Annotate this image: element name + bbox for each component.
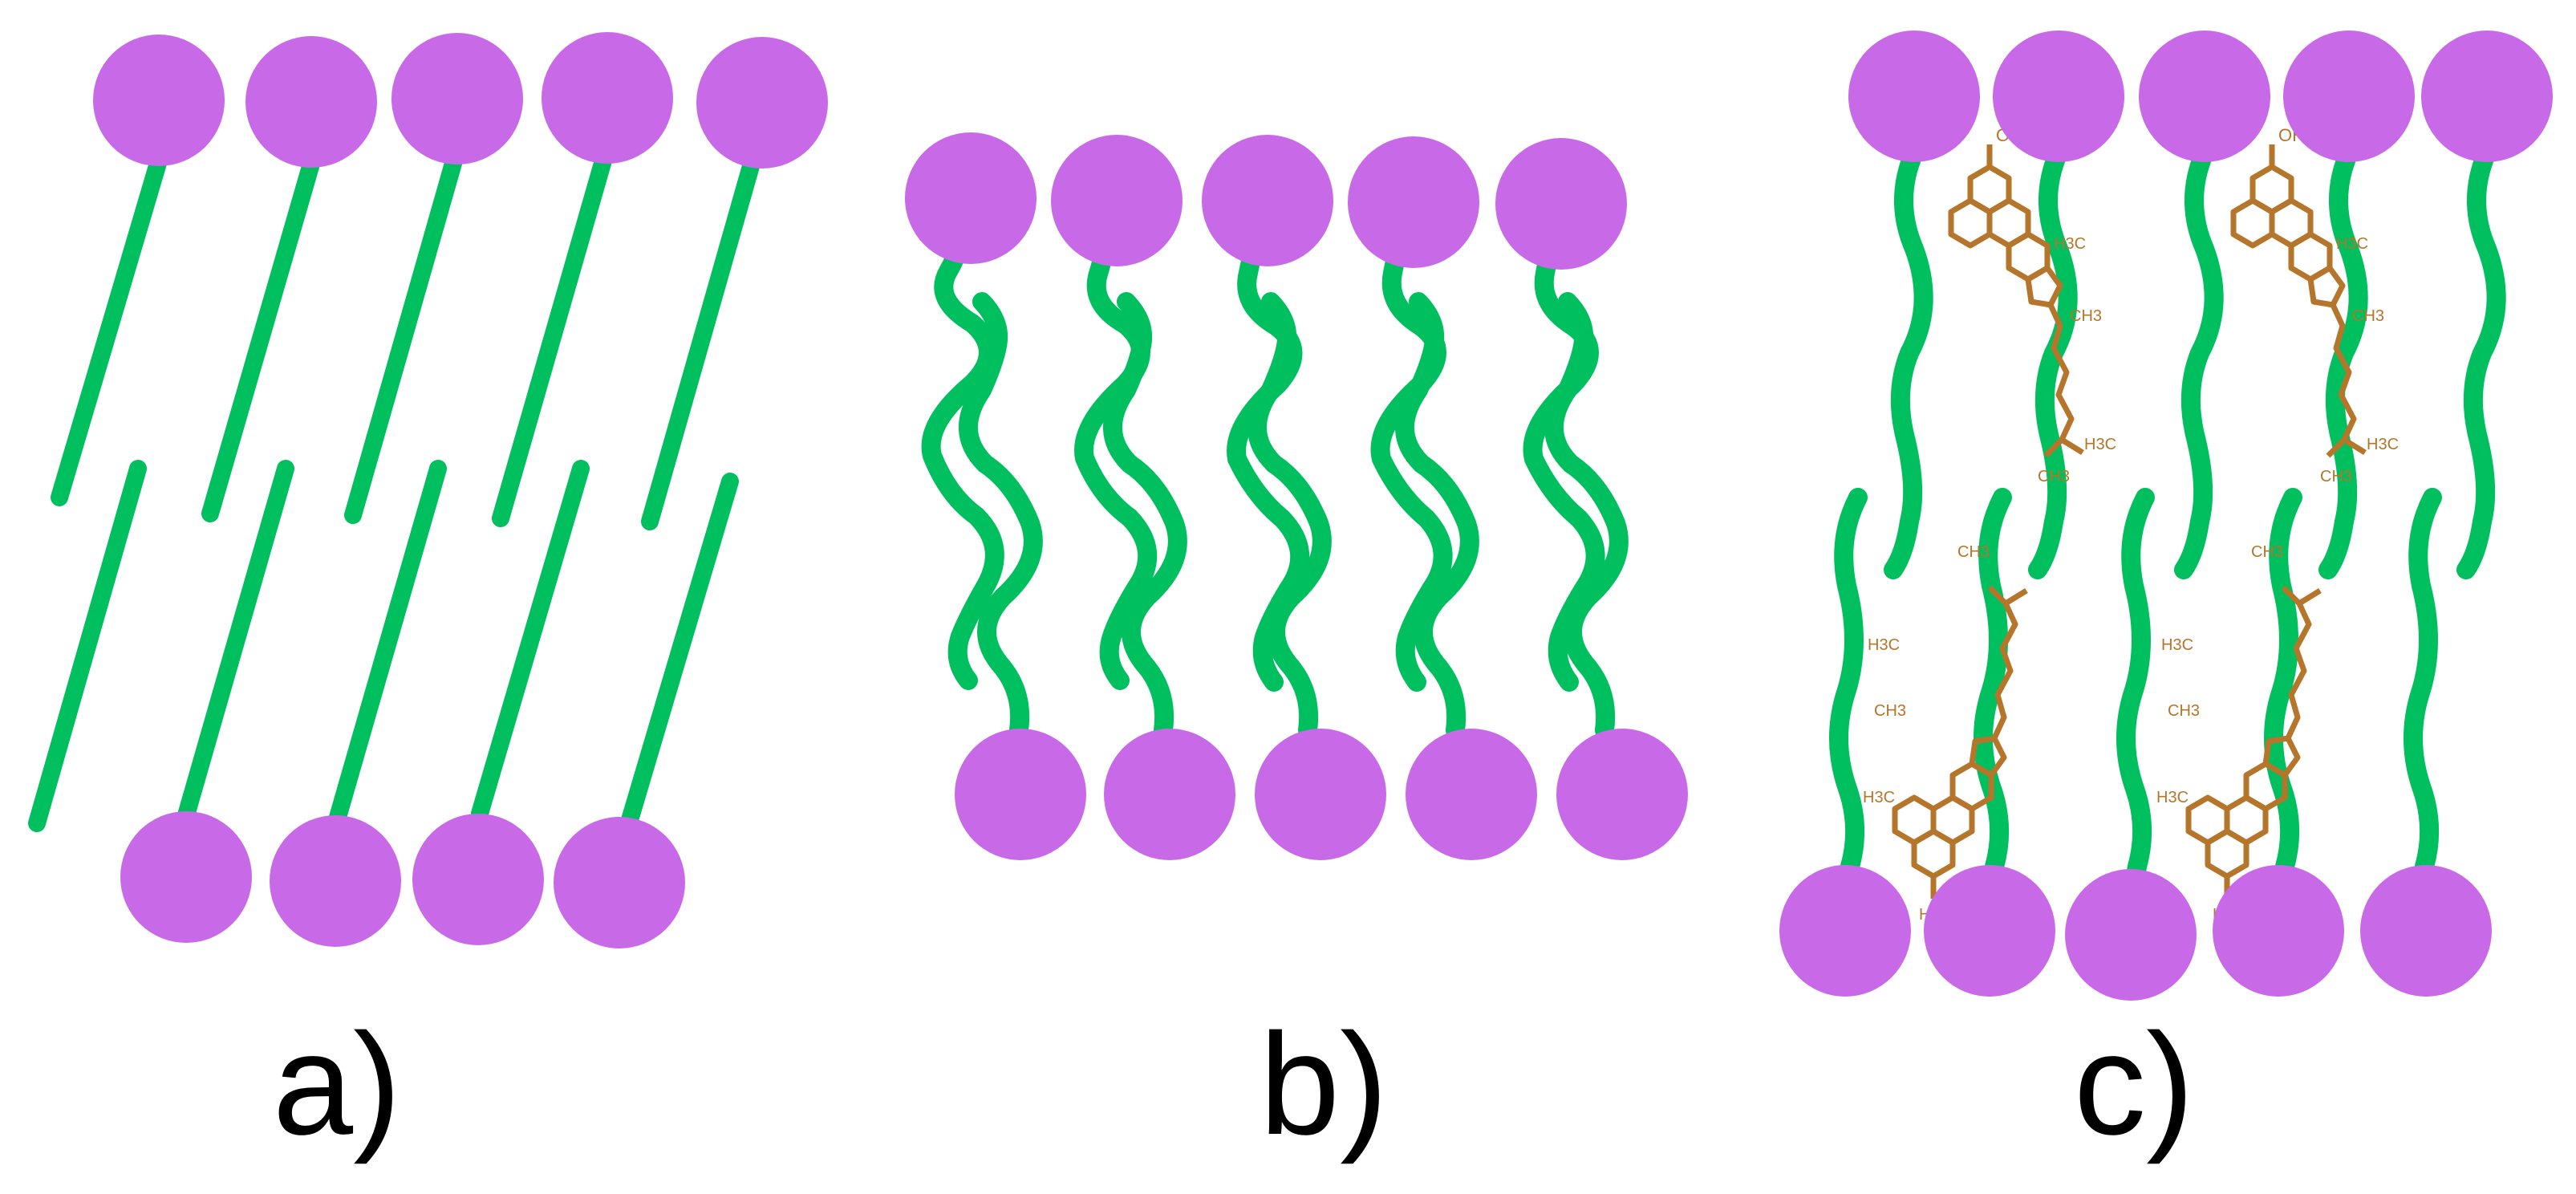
lipid-head xyxy=(696,37,828,169)
lipid-head xyxy=(955,729,1086,860)
cholesterol-labels: HO H3C CH3 H3C CH3 xyxy=(1863,543,1990,924)
lipid-head xyxy=(905,132,1036,264)
lipid-head xyxy=(1924,865,2055,997)
lipid-head xyxy=(1406,729,1537,860)
methyl-label: CH3 xyxy=(1957,543,1990,561)
lipid-tail xyxy=(958,292,1629,740)
lipid-tail xyxy=(51,152,761,530)
lipid-tail xyxy=(28,460,739,837)
lipid-head xyxy=(1495,138,1627,270)
methyl-label: H3C xyxy=(2367,436,2399,453)
panel-label-c: c) xyxy=(2074,1004,2194,1165)
lipid-head xyxy=(2283,30,2415,162)
lipid-head xyxy=(412,814,544,945)
methyl-label: CH3 xyxy=(2070,307,2102,325)
cholesterol-molecule: OH H3C CH3 H3C CH3 xyxy=(1948,125,2116,485)
lipid-head xyxy=(2421,30,2553,162)
lipid-head xyxy=(1348,136,1479,268)
panel-c-cholesterol-bilayer: OH H3C CH3 H3C CH3 OH H3C CH3 H3C CH3 xyxy=(1779,30,2553,1001)
lipid-head xyxy=(554,817,685,948)
lipid-head xyxy=(245,36,377,168)
cholesterol-molecule xyxy=(1892,585,2028,899)
panel-a-ordered-gel-bilayer xyxy=(28,32,828,948)
lipid-head xyxy=(1255,729,1386,860)
lipid-head xyxy=(2139,30,2270,162)
lipid-head xyxy=(93,35,225,166)
methyl-label: H3C xyxy=(2084,436,2116,453)
lipid-head xyxy=(1779,865,1911,997)
cholesterol-molecule: OH H3C CH3 H3C CH3 xyxy=(2230,125,2399,485)
methyl-label: H3C xyxy=(2161,636,2193,654)
lipid-head xyxy=(1556,729,1688,860)
lipid-head xyxy=(2065,869,2197,1001)
methyl-label: H3C xyxy=(1868,636,1900,654)
methyl-label: H3C xyxy=(2054,235,2086,253)
methyl-label: CH3 xyxy=(2251,543,2283,561)
methyl-label: H3C xyxy=(2156,789,2189,806)
panel-label-b: b) xyxy=(1259,1004,1389,1165)
methyl-label: CH3 xyxy=(1874,702,1906,720)
methyl-label: CH3 xyxy=(2168,702,2200,720)
lipid-head xyxy=(120,811,252,943)
lipid-head xyxy=(1051,135,1183,266)
methyl-label: CH3 xyxy=(2352,307,2384,325)
lipid-head xyxy=(1104,729,1235,860)
lipid-head xyxy=(2360,865,2492,997)
methyl-label: CH3 xyxy=(2320,468,2352,485)
cholesterol-molecule xyxy=(2185,585,2322,899)
lipid-head xyxy=(270,815,401,947)
lipid-head xyxy=(2213,865,2344,997)
lipid-head xyxy=(1202,135,1333,266)
panel-b-fluid-bilayer xyxy=(905,132,1688,860)
lipid-head xyxy=(1848,30,1980,162)
lipid-tail xyxy=(1884,143,2506,579)
lipid-head xyxy=(1993,30,2124,162)
methyl-label: H3C xyxy=(1863,789,1895,806)
panel-label-a: a) xyxy=(272,1004,402,1165)
lipid-head xyxy=(542,32,673,164)
lipid-head xyxy=(391,33,523,164)
methyl-label: H3C xyxy=(2336,235,2368,253)
methyl-label: CH3 xyxy=(2038,468,2070,485)
